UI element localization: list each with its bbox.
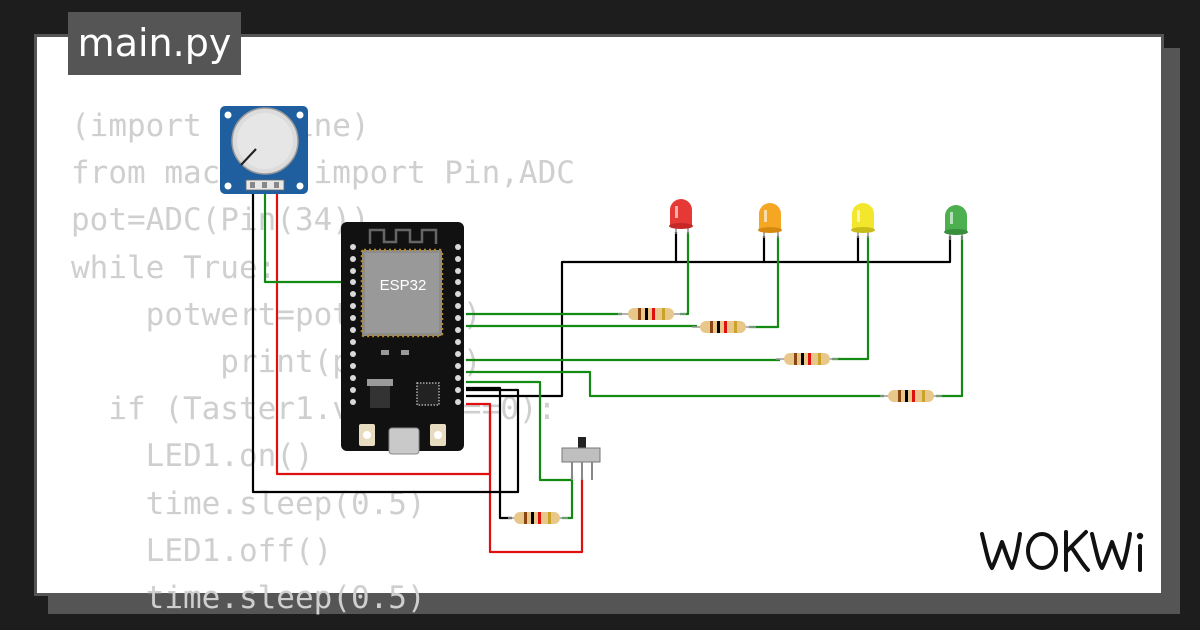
led2-signal-wire	[466, 236, 780, 329]
led1-signal-wire	[466, 232, 690, 316]
code-line: while True:	[71, 249, 277, 286]
resistor-3[interactable]	[776, 353, 838, 365]
code-line: LED1.on()	[71, 438, 314, 475]
led-green[interactable]	[944, 205, 968, 240]
led3-signal-wire	[466, 236, 870, 362]
resistor-1[interactable]	[618, 308, 686, 320]
potentiometer-knob[interactable]	[240, 148, 257, 166]
led-gnd-bus	[466, 236, 952, 398]
switch-handle[interactable]	[578, 437, 586, 449]
file-tab[interactable]: main.py	[68, 12, 241, 75]
code-line: pot=ADC(Pin(34))	[71, 202, 370, 239]
led-gnd-drops	[674, 232, 860, 262]
code-line: LED1.off()	[71, 532, 333, 569]
led-yellow[interactable]	[851, 203, 875, 238]
resistor-5[interactable]	[508, 512, 568, 524]
wokwi-logo	[980, 530, 1144, 572]
code-line: time.sleep(0.5)	[71, 579, 426, 616]
led4-signal-wire	[466, 236, 964, 398]
pot-signal-wire	[263, 186, 352, 284]
switch-power-wire	[466, 402, 584, 554]
board-label: ESP32	[380, 277, 427, 294]
antenna-trace	[368, 228, 438, 244]
potentiometer[interactable]	[220, 106, 308, 194]
usb-port	[388, 427, 420, 455]
switch-signal-wire	[466, 380, 572, 482]
resistor-4[interactable]	[880, 390, 942, 402]
left-header-pins	[350, 244, 356, 405]
usb-uart-chip	[416, 382, 440, 406]
pulldown-wire	[562, 476, 574, 520]
led-red[interactable]	[669, 199, 693, 234]
right-header-pins	[455, 244, 461, 405]
led-orange[interactable]	[758, 203, 782, 238]
slide-switch[interactable]	[561, 437, 601, 480]
esp32-board[interactable]: ESP32	[341, 222, 464, 455]
resistor-gnd-wire	[466, 386, 512, 520]
resistor-2[interactable]	[692, 321, 756, 333]
